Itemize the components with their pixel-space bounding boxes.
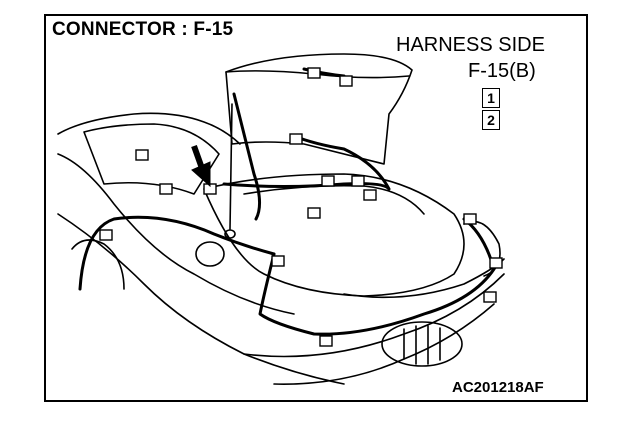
connector <box>339 75 353 87</box>
fuel-lid <box>195 241 225 267</box>
lid-harness <box>222 134 391 191</box>
lid-upper-harness <box>232 92 261 221</box>
pin-1: 1 <box>482 88 500 108</box>
pointer-arrow <box>191 144 211 188</box>
connector-pinout: 1 2 <box>482 88 502 136</box>
harness-side-label: HARNESS SIDE <box>396 34 545 56</box>
connector <box>321 175 335 187</box>
antenna <box>229 103 233 230</box>
connector <box>99 229 113 241</box>
connector <box>363 189 377 201</box>
harness-connector-id: F-15(B) <box>468 60 536 82</box>
trunk-opening <box>203 173 465 297</box>
car-rear-illustration <box>57 53 505 385</box>
muffler <box>381 321 463 367</box>
connector <box>135 149 149 161</box>
body-lower-line <box>57 213 345 385</box>
connector <box>319 335 333 347</box>
body-side-line <box>57 153 295 315</box>
roof-outline <box>57 112 241 145</box>
connector <box>463 213 477 225</box>
trunk-inner <box>243 184 425 215</box>
main-harness <box>78 215 276 291</box>
connector <box>271 255 285 267</box>
rear-panel <box>343 258 505 299</box>
connector <box>489 257 503 269</box>
connector <box>483 291 497 303</box>
wheel-arch <box>71 239 125 290</box>
connector <box>307 67 321 79</box>
connector <box>307 207 321 219</box>
trunk-harness <box>258 217 496 336</box>
figure-code: AC201218AF <box>452 379 544 396</box>
bumper-lower <box>273 303 495 385</box>
connector-title: CONNECTOR : F-15 <box>52 19 234 40</box>
connector <box>351 175 365 187</box>
connector <box>159 183 173 195</box>
rear-bumper <box>243 273 505 358</box>
connector <box>289 133 303 145</box>
rear-window-outline <box>83 123 220 195</box>
pin-2: 2 <box>482 110 500 130</box>
